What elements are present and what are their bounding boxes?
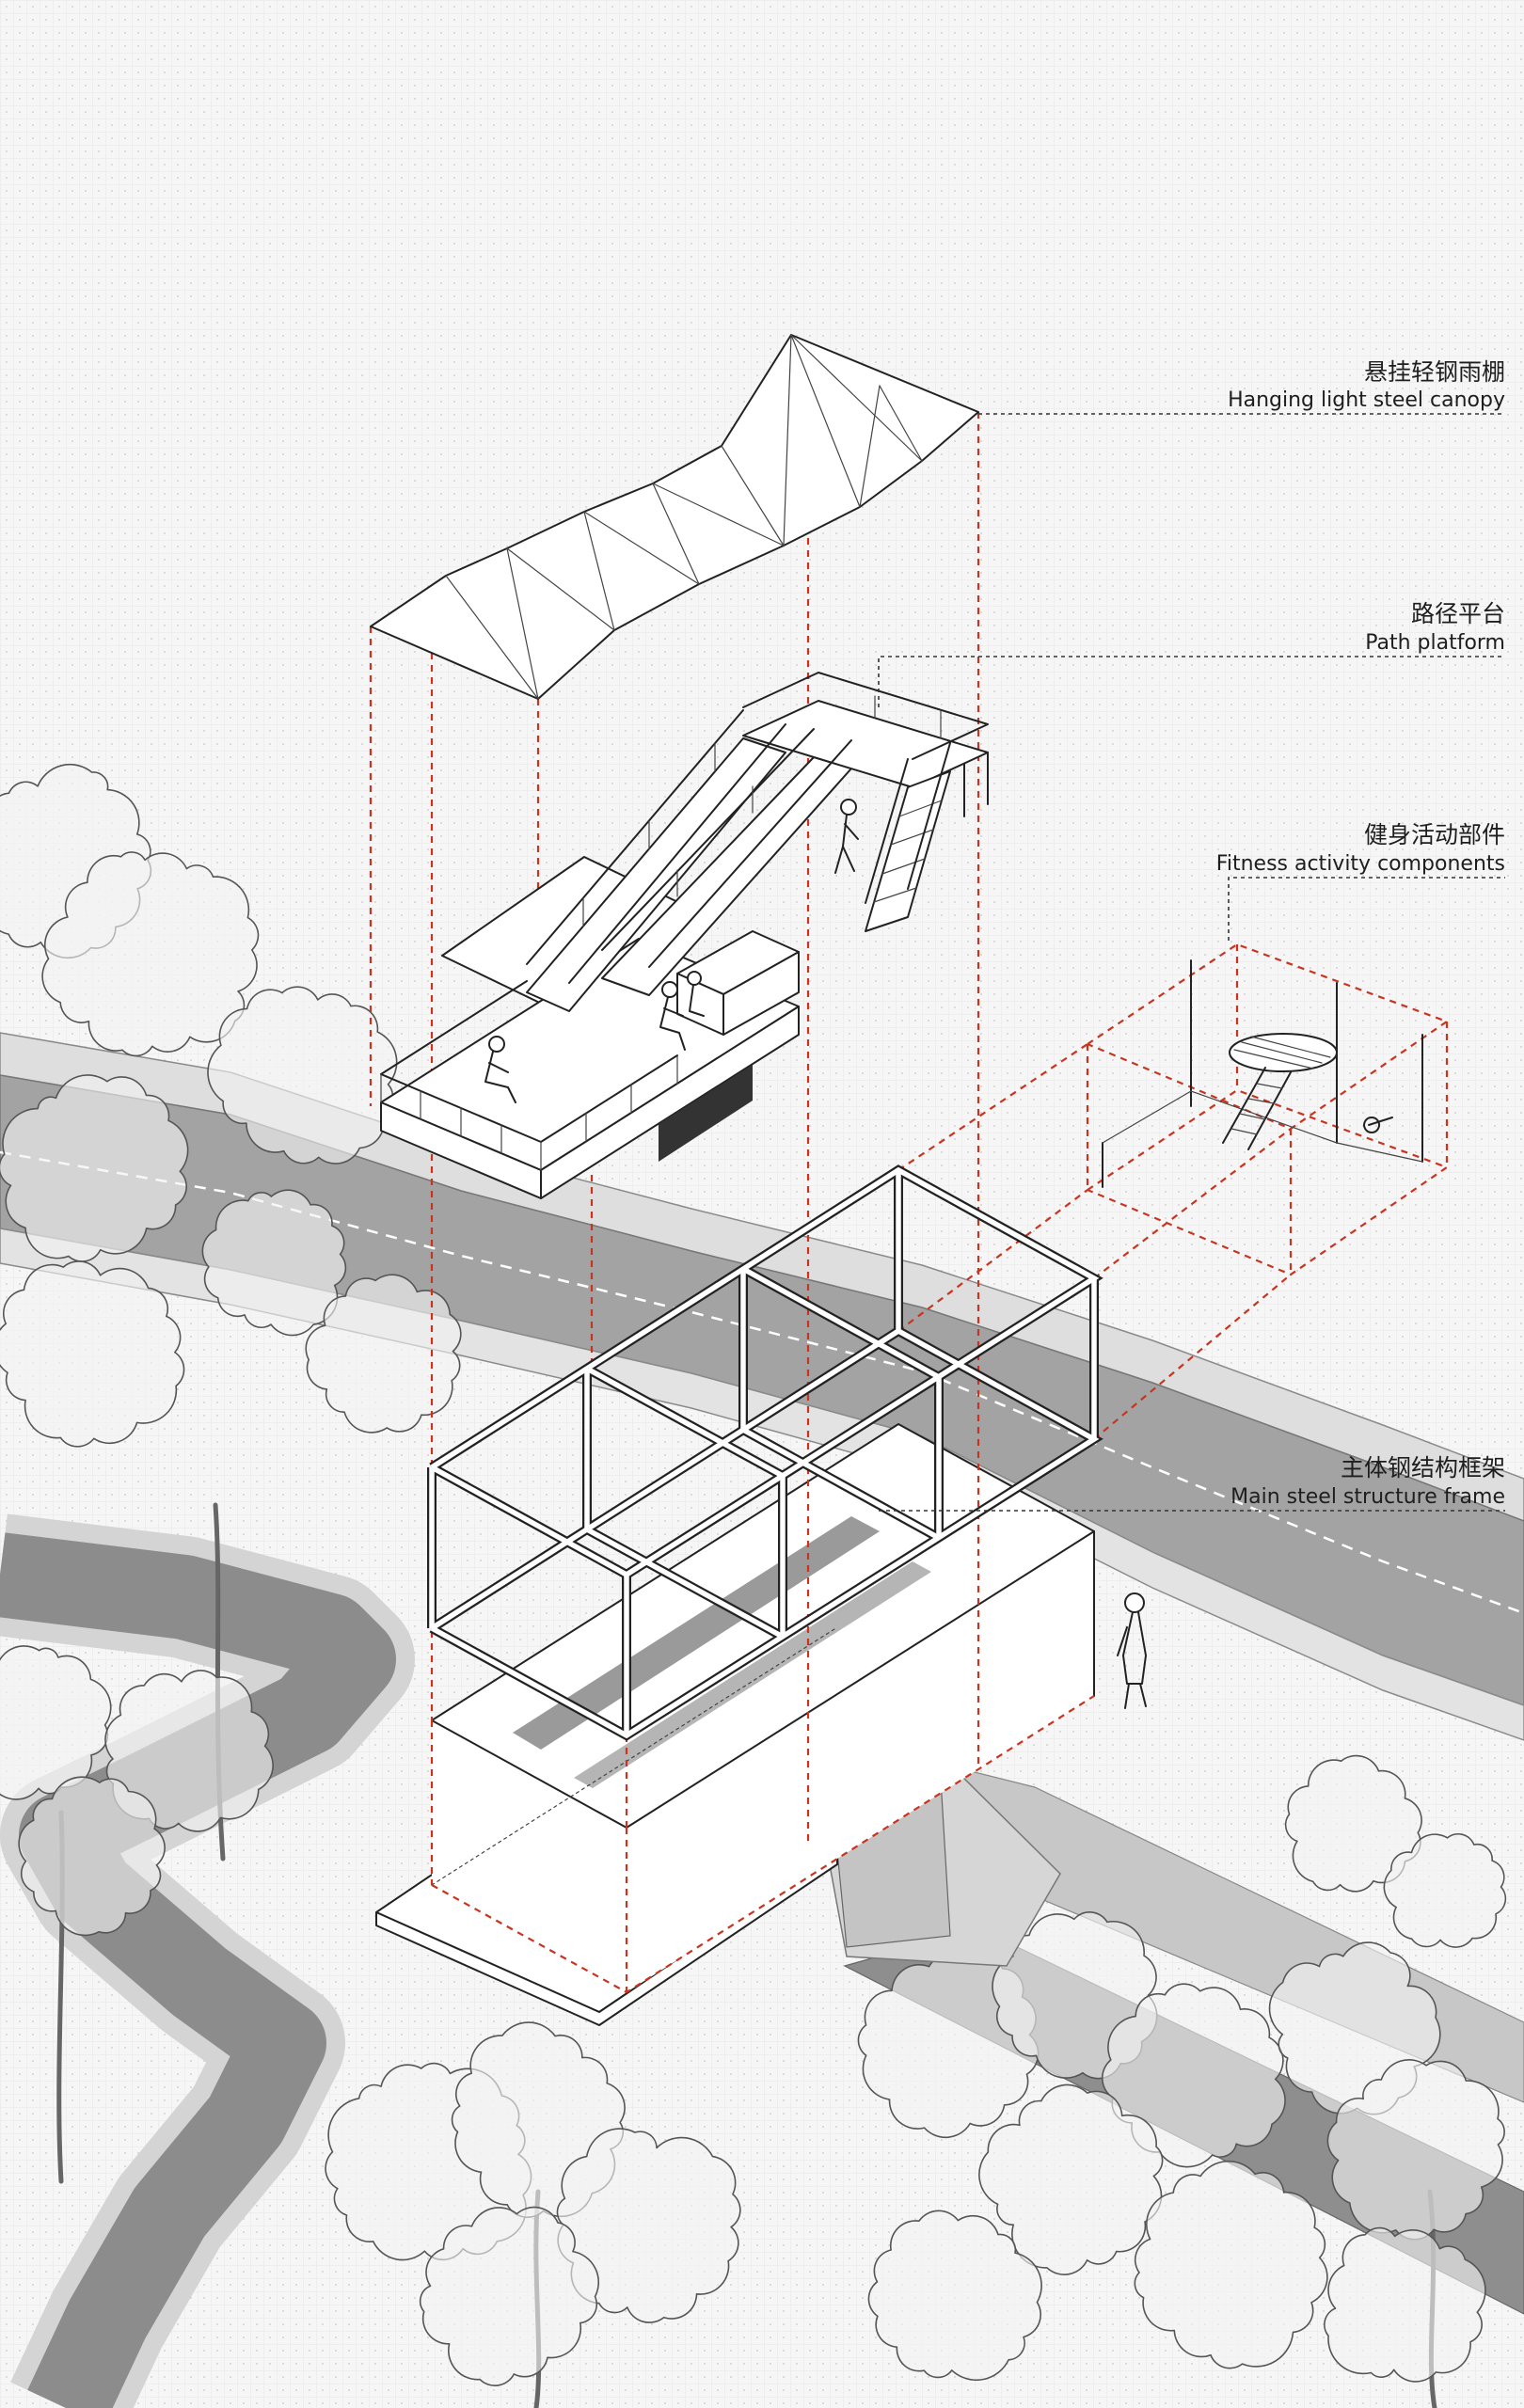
platform-slat <box>1233 1049 1314 1069</box>
platform-slat <box>1241 1041 1323 1064</box>
platform-ramp <box>526 737 786 1012</box>
tree-canopy <box>0 1260 185 1448</box>
canopy-outline <box>370 334 979 700</box>
base-left-face <box>432 1720 627 1992</box>
railing <box>601 728 815 951</box>
tree-canopy <box>1324 2226 1486 2383</box>
railing <box>380 980 528 1075</box>
frame-shadow-stripe <box>513 1516 880 1750</box>
ladder-rung <box>1230 1128 1258 1135</box>
fitness-frame-line <box>1102 1090 1423 1163</box>
frame-shadow-stripe <box>574 1561 931 1788</box>
seating-box-right <box>722 951 800 1036</box>
tree-canopy <box>1284 1754 1422 1893</box>
leader-fitness <box>1228 877 1505 941</box>
base-bottom-edges-dashed <box>431 1695 1095 1994</box>
base-hidden-edge <box>431 1626 838 1886</box>
person-standing <box>1117 1592 1147 1709</box>
projection-line <box>897 1189 1088 1332</box>
road-centerline <box>0 1150 1524 1615</box>
person-seated <box>659 981 686 1051</box>
person-walking <box>834 799 859 874</box>
projection-line <box>897 1043 1088 1171</box>
tree-canopy <box>207 986 398 1164</box>
label-canopy-zh: 悬挂轻钢雨棚 <box>1364 358 1505 386</box>
tree-canopy <box>978 2083 1164 2275</box>
railing-balusters <box>380 695 942 1171</box>
base-right-face <box>627 1531 1094 1992</box>
person-seated <box>687 971 705 1017</box>
tree-canopy <box>305 1274 462 1434</box>
tree-canopy <box>1383 1832 1507 1948</box>
fitness-box-bottom <box>1087 1088 1450 1276</box>
tree-canopy <box>41 851 260 1057</box>
label-platform-zh: 路径平台 <box>1411 600 1505 627</box>
projection-line <box>1093 1128 1292 1279</box>
stair-tread <box>881 858 926 875</box>
ladder-rung <box>1256 1083 1283 1089</box>
ladder-rail <box>1247 1071 1292 1150</box>
platform-stair <box>865 770 951 932</box>
tree-canopy <box>419 2206 600 2386</box>
ladder-rung <box>1239 1113 1266 1120</box>
base-slab-edge <box>375 1850 838 2026</box>
leader-lines <box>878 413 1505 1512</box>
stair-tread <box>873 887 917 903</box>
platform-slat <box>1250 1036 1331 1058</box>
leader-path-platform <box>878 656 1505 707</box>
railing <box>742 672 989 760</box>
railing <box>865 758 909 904</box>
platform-deck-support <box>659 1065 753 1162</box>
ladder-rail <box>1222 1067 1266 1144</box>
tree-canopy <box>0 1074 189 1262</box>
label-platform-en: Path platform <box>1365 631 1505 655</box>
tree-canopy <box>1134 2160 1328 2369</box>
label-frame-zh: 主体钢结构框架 <box>1341 1454 1505 1481</box>
tree-canopy <box>867 2210 1042 2382</box>
canopy-fold-lines <box>445 334 923 700</box>
tree-canopy <box>201 1189 347 1337</box>
stair-tread <box>890 829 934 846</box>
railing <box>568 723 786 984</box>
projection-line <box>1093 1274 1292 1440</box>
fitness-components <box>1086 943 1450 1276</box>
label-fitness-zh: 健身活动部件 <box>1364 821 1505 848</box>
ladder-rung <box>1247 1098 1275 1104</box>
railing <box>540 1054 678 1143</box>
path-platform <box>380 672 989 1199</box>
railing <box>526 709 744 965</box>
railing <box>907 742 951 890</box>
label-canopy-en: Hanging light steel canopy <box>1228 388 1505 412</box>
trees <box>0 763 1507 2386</box>
tree-canopy <box>18 1776 166 1937</box>
label-fitness-en: Fitness activity components <box>1216 852 1505 876</box>
tree-canopy <box>104 1670 274 1832</box>
tree-canopy <box>1326 2059 1505 2241</box>
platform-deck-right-face <box>540 1006 800 1199</box>
person-seated <box>484 1036 516 1103</box>
label-frame-en: Main steel structure frame <box>1230 1485 1505 1509</box>
railing <box>648 739 852 968</box>
fitness-bar <box>1363 1117 1393 1133</box>
tree-canopy <box>1101 1983 1286 2168</box>
steel-canopy <box>370 334 979 700</box>
component-labels: 悬挂轻钢雨棚 Hanging light steel canopy 路径平台 P… <box>1216 358 1505 1509</box>
stair-tread <box>898 800 943 817</box>
